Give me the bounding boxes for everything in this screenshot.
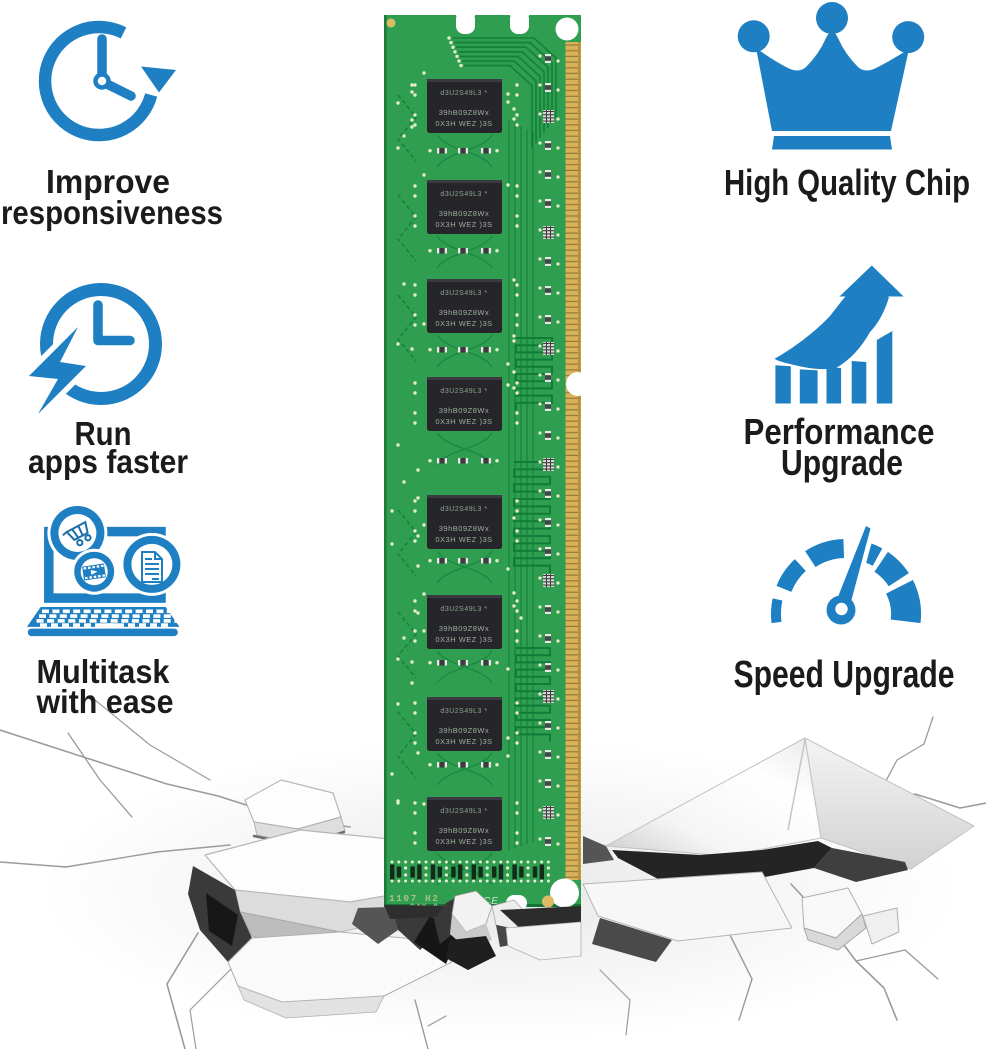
svg-text:0X3H WEZ )3S: 0X3H WEZ )3S (435, 220, 492, 229)
svg-text:apps faster: apps faster (28, 443, 188, 480)
svg-text:Multitask: Multitask (37, 653, 171, 690)
svg-text:d3U2S49L3 *: d3U2S49L3 * (440, 90, 487, 97)
svg-text:39hB09Z8Wx: 39hB09Z8Wx (439, 826, 489, 835)
svg-text:d3U2S49L3 *: d3U2S49L3 * (440, 191, 487, 198)
svg-text:39hB09Z8Wx: 39hB09Z8Wx (439, 406, 489, 415)
svg-text:0X3H WEZ )3S: 0X3H WEZ )3S (435, 837, 492, 846)
svg-text:39hB09Z8Wx: 39hB09Z8Wx (439, 209, 489, 218)
svg-text:responsiveness: responsiveness (1, 194, 223, 231)
svg-text:0X3H WEZ )3S: 0X3H WEZ )3S (435, 737, 492, 746)
svg-text:d3U2S49L3 *: d3U2S49L3 * (440, 290, 487, 297)
svg-text:0X3H WEZ )3S: 0X3H WEZ )3S (435, 635, 492, 644)
svg-text:0X3H WEZ )3S: 0X3H WEZ )3S (435, 417, 492, 426)
svg-text:with ease: with ease (36, 683, 174, 720)
svg-text:39hB09Z8Wx: 39hB09Z8Wx (439, 726, 489, 735)
svg-text:High Quality Chip: High Quality Chip (724, 162, 970, 203)
svg-text:d3U2S49L3 *: d3U2S49L3 * (440, 506, 487, 513)
svg-text:39hB09Z8Wx: 39hB09Z8Wx (439, 524, 489, 533)
svg-text:1107 H2: 1107 H2 (389, 893, 439, 904)
svg-text:39hB09Z8Wx: 39hB09Z8Wx (439, 308, 489, 317)
svg-text:39hB09Z8Wx: 39hB09Z8Wx (439, 108, 489, 117)
svg-text:d3U2S49L3 *: d3U2S49L3 * (440, 808, 487, 815)
svg-text:Performance: Performance (744, 411, 935, 452)
svg-text:CE: CE (483, 896, 499, 907)
svg-text:0X3H WEZ )3S: 0X3H WEZ )3S (435, 319, 492, 328)
svg-text:d3U2S49L3 *: d3U2S49L3 * (440, 388, 487, 395)
svg-text:Improve: Improve (46, 163, 170, 200)
svg-text:Upgrade: Upgrade (781, 442, 903, 483)
svg-text:0X3H WEZ )3S: 0X3H WEZ )3S (435, 119, 492, 128)
svg-text:0X3H WEZ )3S: 0X3H WEZ )3S (435, 535, 492, 544)
svg-text:Speed Upgrade: Speed Upgrade (734, 654, 955, 696)
svg-text:d3U2S49L3 *: d3U2S49L3 * (440, 606, 487, 613)
svg-text:d3U2S49L3 *: d3U2S49L3 * (440, 708, 487, 715)
svg-text:Run: Run (75, 415, 132, 452)
svg-text:39hB09Z8Wx: 39hB09Z8Wx (439, 624, 489, 633)
